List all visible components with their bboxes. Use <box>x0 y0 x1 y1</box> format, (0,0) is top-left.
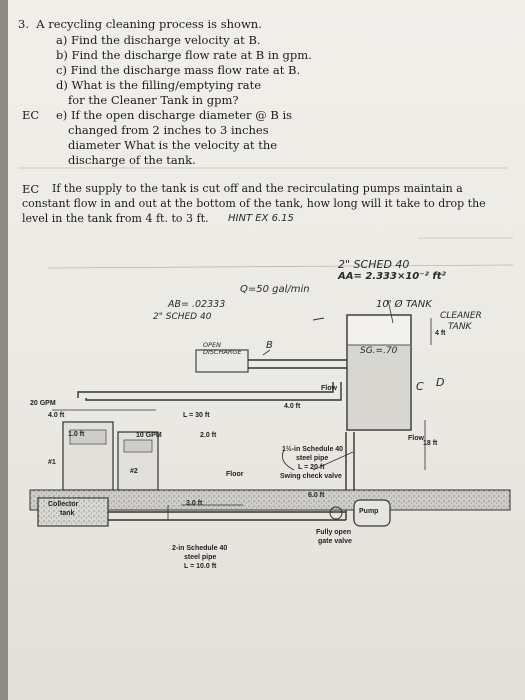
pump-2-label: #2 <box>130 468 138 475</box>
upper-pipe <box>85 382 342 401</box>
pump-1-motor <box>69 429 107 445</box>
area-note: AA= 2.333×10⁻² ft² <box>338 271 446 282</box>
floor-label: Floor <box>226 471 244 478</box>
b-arrow <box>262 349 271 356</box>
check-valve-leader <box>312 451 354 471</box>
extra-credit-line-2: constant flow in and out at the bottom o… <box>22 197 486 210</box>
flow-10gpm: 10 GPM <box>136 432 162 439</box>
bottom-pipe-spec-2: steel pipe <box>184 554 217 561</box>
bottom-pipe-spec-3: L = 10.0 ft <box>184 563 217 570</box>
flow-rate-note: Q=50 gal/min <box>240 284 310 295</box>
part-e-cont2: diameter What is the velocity at the <box>68 138 278 152</box>
length-6ft: 6.0 ft <box>308 492 325 499</box>
problem-number: 3. A recycling cleaning process is shown… <box>18 17 262 31</box>
pump-1-label: #1 <box>48 459 56 466</box>
ec-label-2: EC <box>22 182 40 196</box>
tank-label: TANK <box>448 322 472 332</box>
extra-credit-line-3: level in the tank from 4 ft. to 3 ft. <box>22 212 209 225</box>
paper-sheet: 3. A recycling cleaning process is shown… <box>8 0 525 700</box>
flow-label-top: Flow <box>321 385 337 392</box>
part-d: d) What is the filling/emptying rate <box>56 78 262 92</box>
extra-credit-line-1: If the supply to the tank is cut off and… <box>52 182 463 195</box>
pump-body <box>353 499 391 527</box>
length-2ft: 2.0 ft <box>200 432 217 439</box>
part-e: e) If the open discharge diameter @ B is <box>56 108 293 122</box>
specific-gravity: SG.=.70 <box>360 346 398 356</box>
sched40-left-note: 2" SCHED 40 <box>153 312 212 322</box>
pump-2-motor <box>123 439 153 453</box>
open-discharge-note: OPEN DISCHARGE <box>203 341 242 356</box>
gate-valve <box>329 506 343 520</box>
part-e-cont3: discharge of the tank. <box>68 153 196 167</box>
height-18ft: 18 ft <box>423 440 438 447</box>
point-d: D <box>436 376 445 389</box>
hint-note: HINT EX 6.15 <box>228 213 294 224</box>
tank-diameter-note: 10' Ø TANK <box>376 299 432 310</box>
collector-texture <box>38 498 108 526</box>
collector-label: Collector <box>48 501 79 508</box>
length-3ft: 3.0 ft <box>186 500 203 507</box>
upper-pipe <box>77 382 334 398</box>
check-valve-pointer <box>281 449 295 471</box>
cleaner-label: CLEANER <box>440 311 482 321</box>
area-arrow <box>312 317 325 321</box>
ec-label-1: EC <box>22 108 40 122</box>
part-b: b) Find the discharge flow rate at B in … <box>56 48 312 62</box>
length-1ft: 1.0 ft <box>68 431 85 438</box>
pump-label: Pump <box>359 508 379 515</box>
gate-valve-2: gate valve <box>318 538 352 545</box>
gate-valve-1: Fully open <box>316 529 351 536</box>
area-b-note: AB= .02333 <box>168 299 226 310</box>
length-4ft-top: 4.0 ft <box>284 403 301 410</box>
bottom-pipe-spec-1: 2-in Schedule 40 <box>172 545 228 552</box>
point-c: C <box>416 380 424 393</box>
length-30ft: L = 30 ft <box>183 412 210 419</box>
collector-tank-label: tank <box>60 510 75 517</box>
flow-20gpm: 20 GPM <box>30 400 56 407</box>
height-4ft: 4 ft <box>435 330 446 337</box>
process-diagram <box>18 167 514 527</box>
part-d-cont: for the Cleaner Tank in gpm? <box>68 93 239 107</box>
sched40-note: 2" SCHED 40 <box>338 258 410 271</box>
pipe-spec-2: steel pipe <box>296 455 329 462</box>
check-valve-label: Swing check valve <box>280 473 342 480</box>
flow-label-right: Flow <box>408 435 424 442</box>
discharge-box <box>195 349 249 373</box>
point-b: B <box>266 340 273 351</box>
part-c: c) Find the discharge mass flow rate at … <box>56 63 301 77</box>
part-e-cont1: changed from 2 inches to 3 inches <box>68 123 269 137</box>
tank-liquid <box>348 345 410 429</box>
tank-arrow <box>387 299 394 324</box>
pipe-spec-3: L = 20 ft <box>298 464 325 471</box>
length-4ft-left: 4.0 ft <box>48 412 65 419</box>
rule-line <box>47 264 514 269</box>
part-a: a) Find the discharge velocity at B. <box>56 33 261 47</box>
pipe-spec-1: 1½-in Schedule 40 <box>282 446 344 453</box>
